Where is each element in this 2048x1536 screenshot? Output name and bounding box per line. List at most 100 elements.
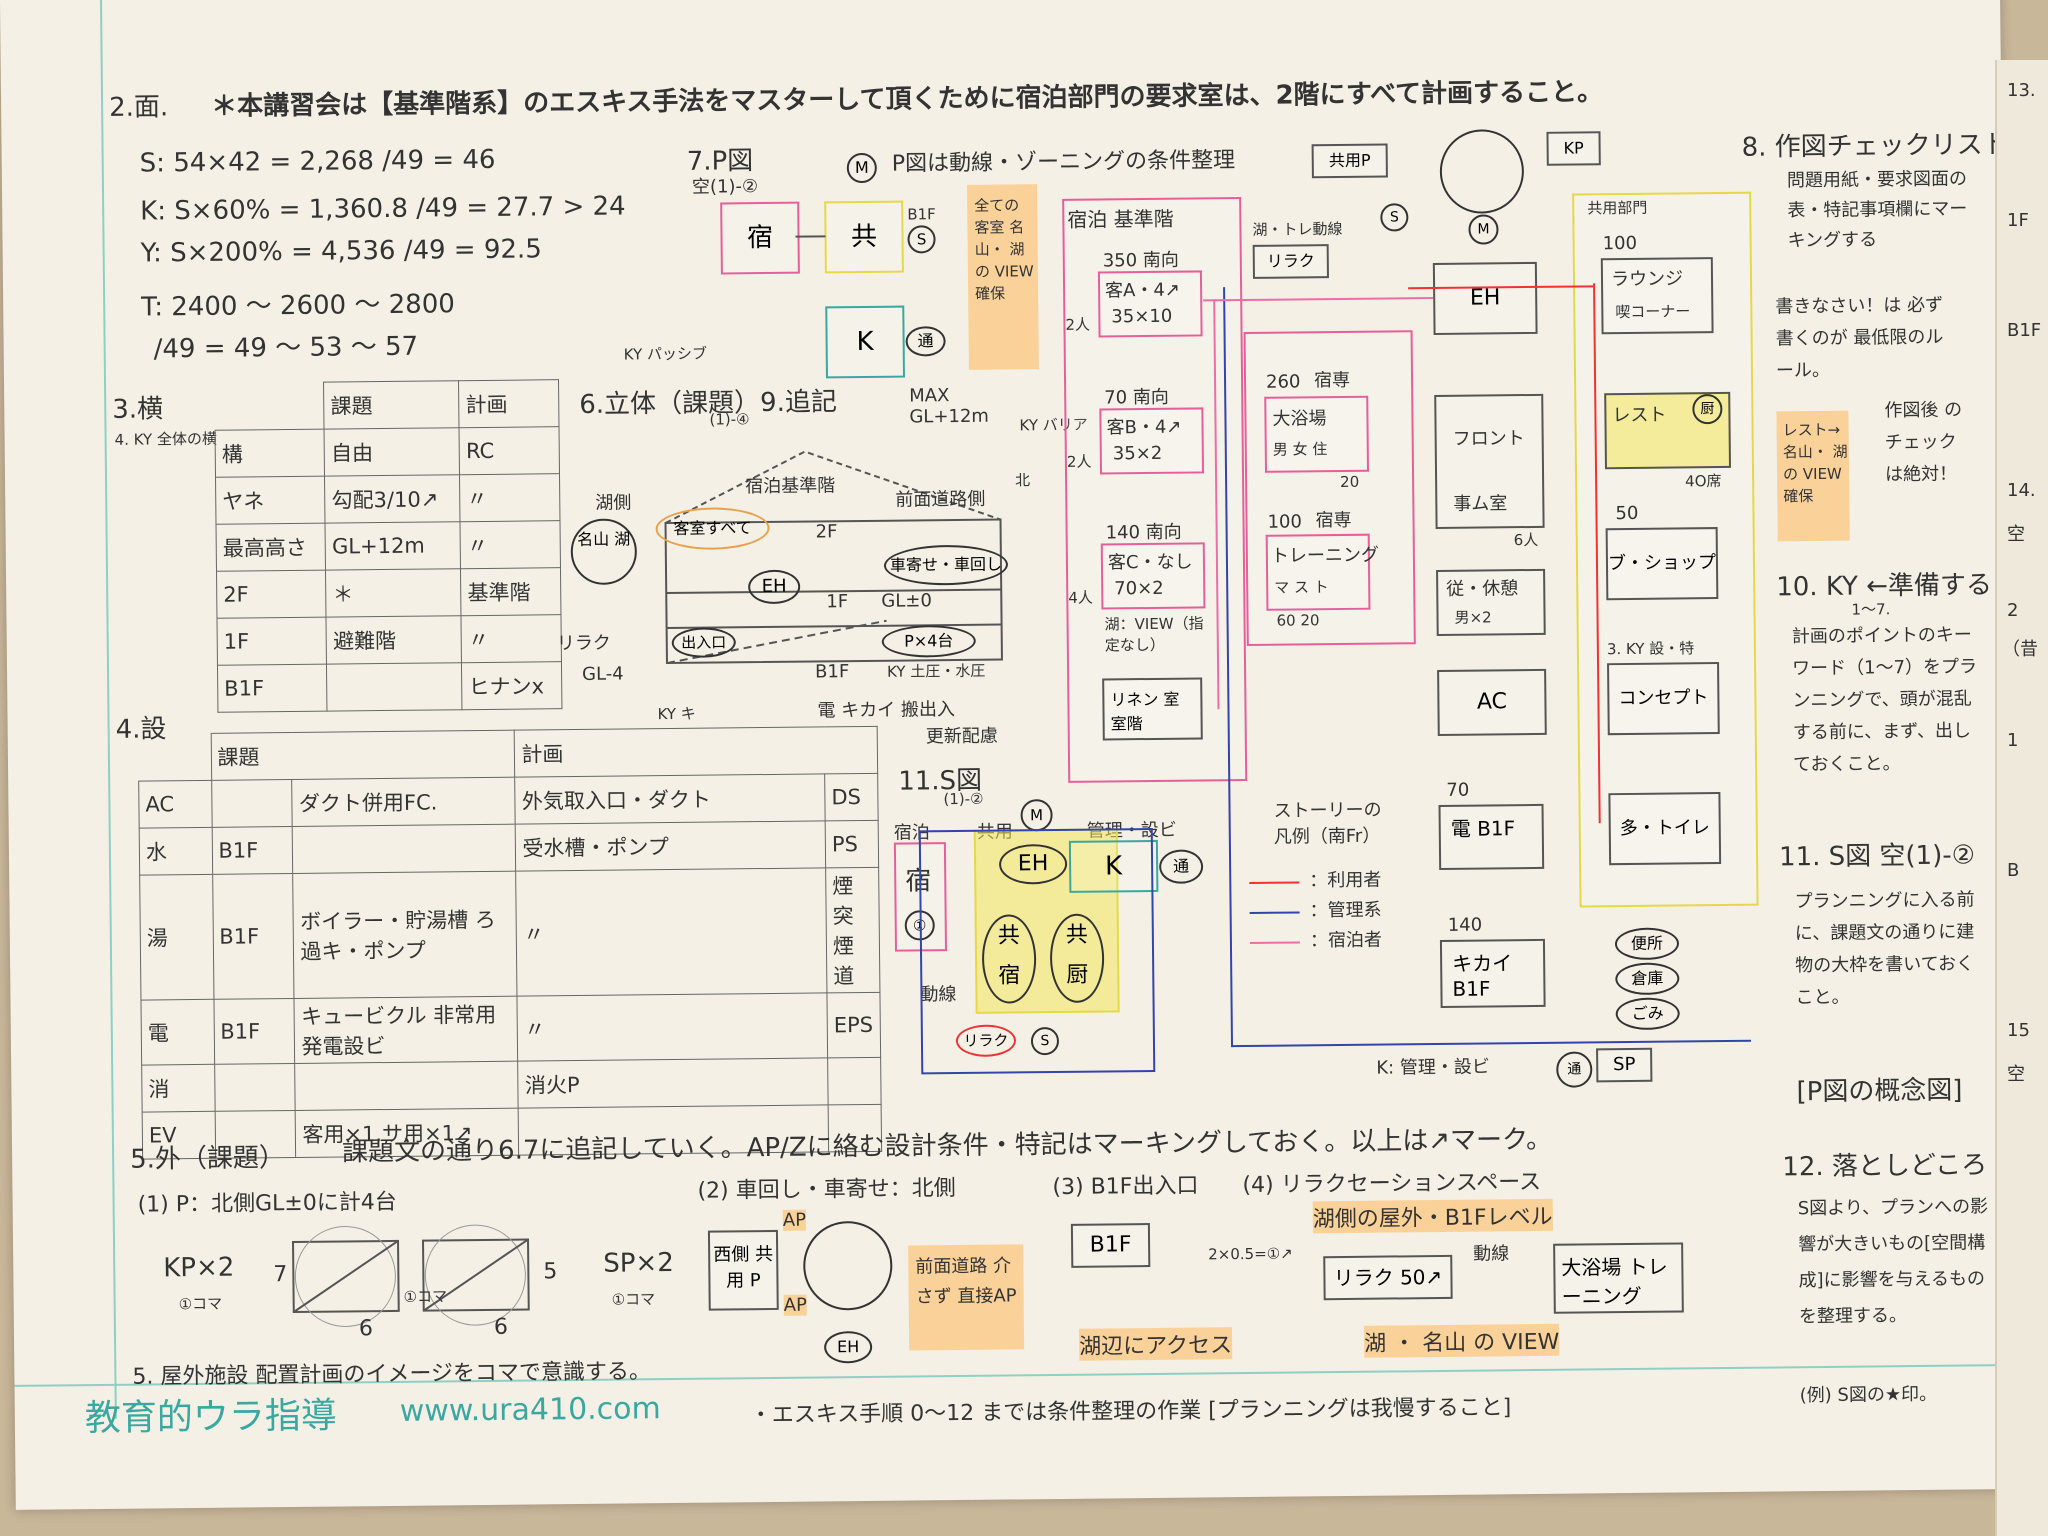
std-floor-title: 宿泊 基準階 (1067, 206, 1174, 232)
admin-flow-line-bottom (1231, 1039, 1752, 1048)
row-note: PS (825, 820, 879, 868)
row-task: ダクト併用FC. (292, 777, 516, 827)
footer-logo: 教育的ウラ指導 (84, 1395, 338, 1440)
ky-toku: 3. KY 設・特 (1606, 639, 1695, 659)
row-floor (214, 1063, 296, 1112)
row-plan: 〃 (517, 992, 828, 1062)
story-eh-box: EH (1432, 261, 1538, 336)
section6-ky-soil: KY 土圧・水圧 (886, 661, 986, 681)
room-b-size: 35×2 (1112, 442, 1163, 465)
pdiagram-k-box: K (825, 305, 906, 379)
pdiagram-s-circle: S (907, 225, 936, 254)
room-b-cap: 2人 (1066, 452, 1092, 471)
row-plan: ヒナンx (461, 661, 562, 710)
edge-text: 15 (2007, 1020, 2030, 1041)
shop-num: 50 (1615, 502, 1639, 525)
table-row: 構 自由 RC (215, 426, 560, 478)
legend-swatch-guest (1249, 941, 1300, 944)
elec-num: 70 (1446, 779, 1470, 801)
table-row: B1F ヒナンx (217, 661, 562, 713)
checklist-title: 8. 作図チェックリスト (1741, 129, 2009, 163)
dim-7: 7 (273, 1262, 288, 1288)
s10-range: 1～7. (1851, 600, 1891, 619)
row-note: 煙突 煙道 (825, 867, 880, 993)
office-cap: 6人 (1513, 530, 1539, 550)
section3-title: 3.横 (112, 394, 164, 425)
section6-max: MAX GL+12m (909, 385, 990, 428)
row-note (827, 1057, 882, 1105)
parking-note: (1) P：北側GL±0に計4台 (137, 1189, 397, 1218)
section6-renewal: 更新配慮 (925, 725, 998, 748)
shared-dept-title: 共用部門 (1587, 198, 1648, 218)
pdiagram-yado-box: 宿 (720, 201, 800, 275)
pdiagram-tsu-circle: 通 (905, 326, 946, 357)
edge-text: 1 (2007, 730, 2019, 751)
table-row: 2F ＊ 基準階 (216, 567, 561, 619)
row-label: 2F (216, 570, 327, 619)
row-label: 水 (139, 827, 213, 876)
k-note: K: 管理・設ビ (1376, 1056, 1490, 1079)
bath-name: 大浴場 (1272, 408, 1327, 430)
section5-title: 5.外（課題） (129, 1143, 286, 1175)
connector (795, 235, 826, 238)
legend-guest: ：宿泊者 (1309, 929, 1383, 952)
checklist-write: 書きなさい！は 必ず書くのが 最低限のルール。 (1775, 294, 1944, 382)
lounge-name: ラウンジ (1610, 268, 1684, 291)
footer-url[interactable]: www.ura410.com (399, 1391, 661, 1429)
room-c-num: 140 南向 (1105, 521, 1182, 544)
bath-sub: 男 女 住 (1272, 440, 1328, 459)
sdiagram-sub: (1)-② (943, 789, 984, 809)
edge-text: （昔 (2002, 639, 2038, 660)
row-plan: 基準階 (460, 567, 561, 616)
row-label: 消 (141, 1064, 215, 1113)
kp-box: KP (1546, 131, 1601, 166)
row-note: EPS (826, 992, 881, 1058)
shared-parking-box: 西側 共用 P (707, 1229, 779, 1311)
row-plan: 〃 (459, 473, 560, 522)
table-row: AC ダクト併用FC. 外気取入口・ダクト DS (138, 773, 879, 829)
room-a-cap: 2人 (1065, 315, 1091, 334)
carturn-eh: EH (823, 1330, 873, 1364)
table-row: 電 B1F キュービクル 非常用発電設ビ 〃 EPS (140, 992, 881, 1066)
lake-access: 湖辺にアクセス (1078, 1327, 1233, 1361)
pdiagram-m-circle: M (846, 152, 877, 184)
table-row: 消 消火P (141, 1057, 882, 1113)
legend-user: ：利用者 (1309, 869, 1382, 892)
edge-text: 空 (2007, 524, 2025, 545)
s10-body: 計画のポイントのキーワード（1～7）をプランニングで、頭が混乱する前に、まず、出… (1791, 624, 1978, 776)
section6-2f: 2F (815, 521, 838, 543)
row-label: 構 (215, 429, 325, 478)
section-title: 2.面. (108, 92, 169, 123)
row-task: ボイラー・貯湯槽 ろ過キ・ポンプ (293, 871, 518, 999)
staff-label: 従・休憩 (1446, 578, 1519, 600)
area-calc-range: /49 = 49 ～ 53 ～ 57 (153, 331, 419, 365)
section4-header-plan: 計画 (514, 726, 878, 778)
shop-box: ブ・ショップ (1605, 527, 1719, 601)
office-label: 事ム室 (1453, 493, 1508, 515)
mach-num: 140 (1447, 914, 1483, 936)
ac-box: AC (1437, 668, 1547, 736)
kitchen-circle: 厨 (1692, 393, 1723, 425)
row-label: AC (138, 780, 212, 829)
carturn-circle (1439, 129, 1525, 214)
toilet-box: 多・トイレ (1608, 792, 1722, 866)
section3-table: 課題 計画 構 自由 RC ヤネ 勾配3/10↗ 〃 最高高さ GL+12m 〃… (214, 379, 562, 713)
table-row: 1F 避難階 〃 (216, 614, 562, 666)
legend-admin: ：管理系 (1309, 899, 1382, 922)
table-row: 水 B1F 受水槽・ポンプ PS (139, 820, 879, 876)
train-sub: マ ス ト (1274, 578, 1329, 597)
section6-ky-ki: KY キ (657, 704, 696, 724)
header-notice: ＊本講習会は【基準階系】のエスキス手法をマスターして頂くために宿泊部門の要求室は… (210, 77, 1604, 122)
relax-space-sub: 湖側の屋外・B1Fレベル (1312, 1198, 1553, 1234)
story-s-circle: S (1380, 203, 1409, 232)
row-plan: 〃 (461, 614, 562, 663)
carturn-sketch-circle (802, 1220, 893, 1311)
dim-6b: 6 (493, 1314, 509, 1340)
lounge-corner: 喫コーナー (1615, 302, 1691, 322)
shared-p-box: 共用P (1311, 143, 1388, 179)
section4-table: 課題 計画 AC ダクト併用FC. 外気取入口・ダクト DS 水 B1F 受水槽… (138, 726, 882, 1160)
elec-box: 電 B1F (1438, 803, 1545, 870)
footer-note: ・エスキス手順 0～12 までは条件整理の作業 [プランニングは我慢すること] (749, 1395, 1512, 1429)
s12-title: 12. 落としどころ (1782, 1150, 1988, 1183)
sp-koma: ①コマ (611, 1290, 656, 1309)
